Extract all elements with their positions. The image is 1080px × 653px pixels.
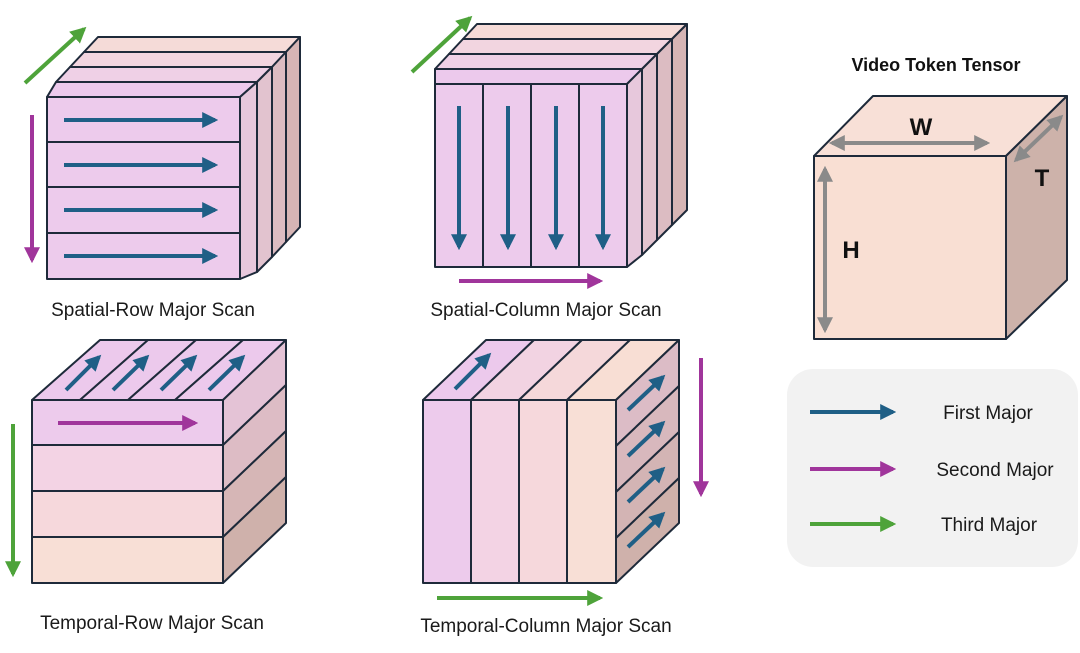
front-row <box>31 444 224 492</box>
front-column <box>518 399 568 584</box>
side-slice <box>656 38 673 241</box>
front-column <box>470 399 520 584</box>
width-label: W <box>910 114 933 141</box>
front-row <box>31 490 224 538</box>
first-major-arrow <box>626 420 666 458</box>
top-slice <box>69 51 287 68</box>
front-column <box>422 399 472 584</box>
first-major-arrow <box>207 354 246 392</box>
side-slice <box>641 53 658 256</box>
temporal-row-caption: Temporal-Row Major Scan <box>40 613 264 634</box>
spatial-column-caption: Spatial-Column Major Scan <box>430 300 661 321</box>
side-slice <box>285 36 301 243</box>
first-major-arrow <box>626 511 666 549</box>
first-major-arrow <box>159 354 198 392</box>
legend-second-major-label: Second Major <box>936 460 1054 481</box>
spatial-row-cube <box>46 36 301 280</box>
top-slice <box>434 68 643 85</box>
temporal-column-caption: Temporal-Column Major Scan <box>420 616 671 637</box>
third-major-arrow <box>23 26 87 85</box>
spatial-row-arrows <box>23 26 219 264</box>
temporal-row-arrows <box>5 354 246 578</box>
spatial-column-cube <box>434 23 688 268</box>
top-slice <box>46 81 258 98</box>
third-major-arrow <box>410 15 473 74</box>
temporal-row-cube <box>31 339 287 584</box>
legend-third-major-label: Third Major <box>941 515 1038 536</box>
side-slice <box>271 51 287 258</box>
top-slice <box>462 23 688 40</box>
time-arrow <box>1013 114 1064 163</box>
temporal-column-arrows <box>437 352 709 606</box>
first-major-arrow <box>626 374 666 412</box>
side-slice <box>256 66 273 273</box>
spatial-row-caption: Spatial-Row Major Scan <box>51 300 255 321</box>
front-column <box>566 399 617 584</box>
first-major-arrow <box>64 354 102 392</box>
side-slice <box>239 81 258 280</box>
front-row <box>31 536 224 584</box>
side-slice <box>626 68 643 268</box>
tensor-cube <box>813 95 1068 340</box>
tensor-front-face <box>813 155 1007 340</box>
legend-first-major-label: First Major <box>943 403 1033 424</box>
legend-box <box>787 369 1078 567</box>
top-slice <box>448 38 673 55</box>
legend: First Major Second Major Third Major <box>787 369 1078 567</box>
first-major-arrow <box>626 466 666 504</box>
tensor-title: Video Token Tensor <box>851 55 1020 75</box>
side-slice <box>671 23 688 226</box>
height-label: H <box>842 237 859 264</box>
first-major-arrow <box>453 352 492 391</box>
top-slice <box>83 36 301 53</box>
temporal-column-cube <box>422 339 680 584</box>
top-slice <box>55 66 273 83</box>
first-major-arrow <box>111 354 150 392</box>
tensor-dimension-arrows <box>817 114 1064 334</box>
spatial-column-arrows <box>410 15 611 289</box>
top-slice <box>434 53 658 70</box>
time-label: T <box>1035 165 1050 192</box>
